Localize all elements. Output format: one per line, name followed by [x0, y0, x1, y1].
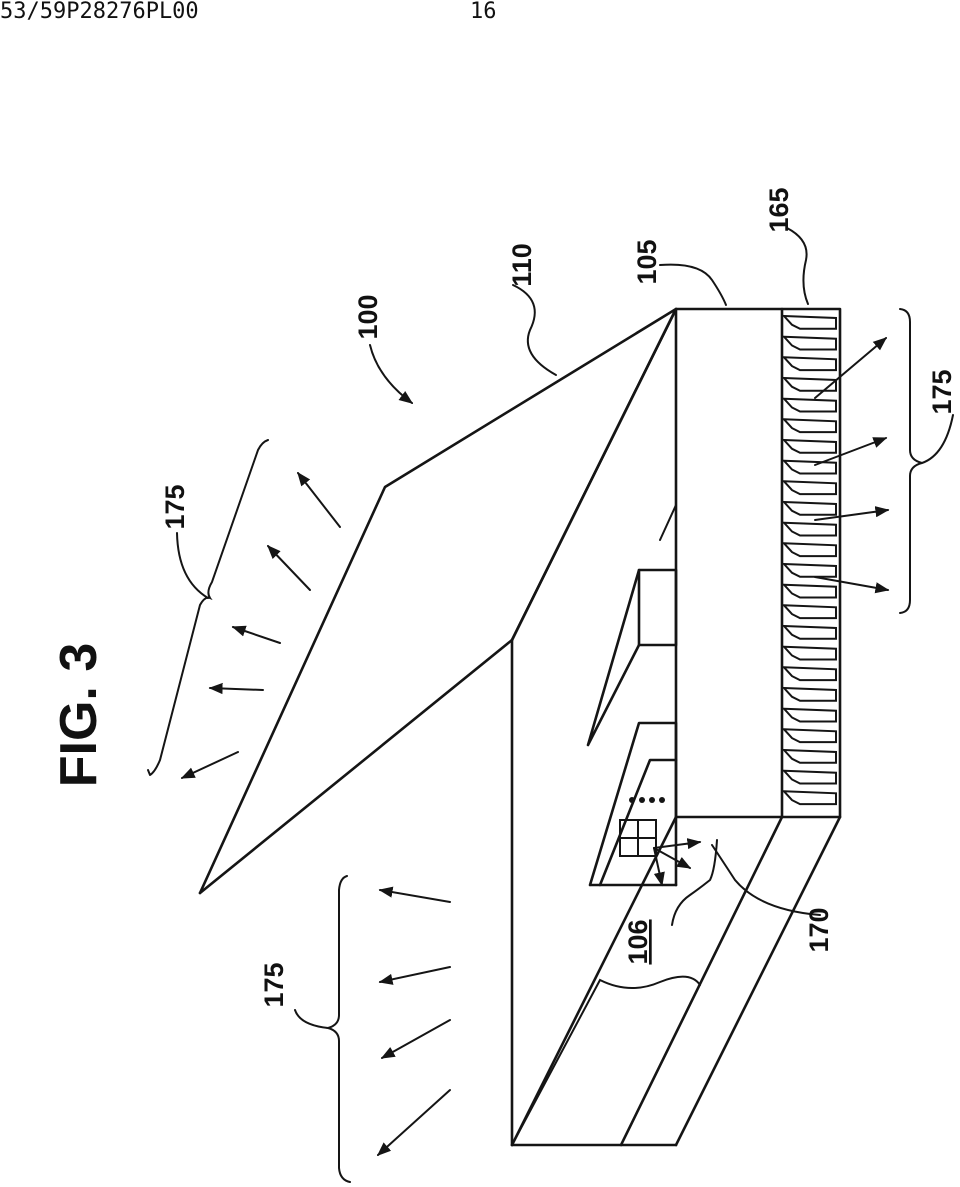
heat-sink-fin: [781, 500, 837, 516]
right-radiation-arrows: [814, 337, 890, 594]
heat-sink-fins: [781, 314, 837, 806]
heat-sink-fin: [781, 604, 837, 620]
label-170: 170: [804, 907, 834, 952]
label-106: 106: [623, 919, 653, 964]
leader-175-right: [921, 414, 954, 464]
top-radiation-arrows: [180, 471, 341, 779]
heat-sink-fin: [781, 666, 837, 682]
leader-170: [711, 844, 821, 916]
heat-sink-fin: [781, 562, 837, 578]
heat-sink-fin: [781, 397, 837, 413]
heat-sink-fin: [781, 438, 837, 454]
heat-sink-fin: [781, 521, 837, 537]
label-175-top: 175: [160, 484, 190, 529]
leader-165: [786, 227, 809, 305]
brace-170: [671, 839, 718, 926]
figure-title: FIG. 3: [50, 643, 108, 787]
top-brace: [147, 439, 269, 776]
leader-100: [369, 344, 414, 404]
heat-sink-fin: [781, 583, 837, 599]
heat-sink-fin: [781, 686, 837, 702]
heat-sink-fin: [781, 335, 837, 351]
screen-panel: [198, 307, 678, 895]
interior-cutaway: [511, 504, 701, 1146]
left-radiation-arrows: [376, 886, 451, 1156]
label-105: 105: [632, 239, 662, 284]
heat-sink-fin: [781, 542, 837, 558]
inner-component: [586, 568, 678, 747]
heat-sink-fin: [781, 480, 837, 496]
heat-sink-fin: [781, 418, 837, 434]
heat-sink-fin: [781, 707, 837, 723]
heat-sink-fin: [781, 790, 837, 806]
heat-sink-fin: [781, 356, 837, 372]
label-100: 100: [353, 294, 383, 339]
label-175-right: 175: [927, 369, 957, 414]
electronics-arrows: [653, 838, 702, 887]
document-number: 53/59P28276PL00: [0, 0, 199, 24]
heat-sink-fin: [781, 314, 837, 330]
leader-175-top: [176, 532, 209, 599]
electronics-module: [588, 721, 678, 887]
leader-175-left: [294, 1009, 329, 1029]
label-175-left: 175: [259, 962, 289, 1007]
label-165: 165: [764, 187, 794, 232]
heat-sink-fin: [781, 728, 837, 744]
heat-sink-fin: [781, 748, 837, 764]
heat-sink-fin: [781, 459, 837, 475]
heat-sink-fin: [781, 376, 837, 392]
leader-105: [659, 263, 727, 306]
leader-110: [512, 284, 557, 376]
heat-sink-fin: [781, 769, 837, 785]
right-brace: [899, 308, 923, 614]
heat-sink-fin: [781, 645, 837, 661]
heat-sink-fin: [781, 624, 837, 640]
page-number: 16: [470, 0, 497, 24]
label-110: 110: [507, 243, 537, 287]
left-brace: [324, 875, 351, 1183]
